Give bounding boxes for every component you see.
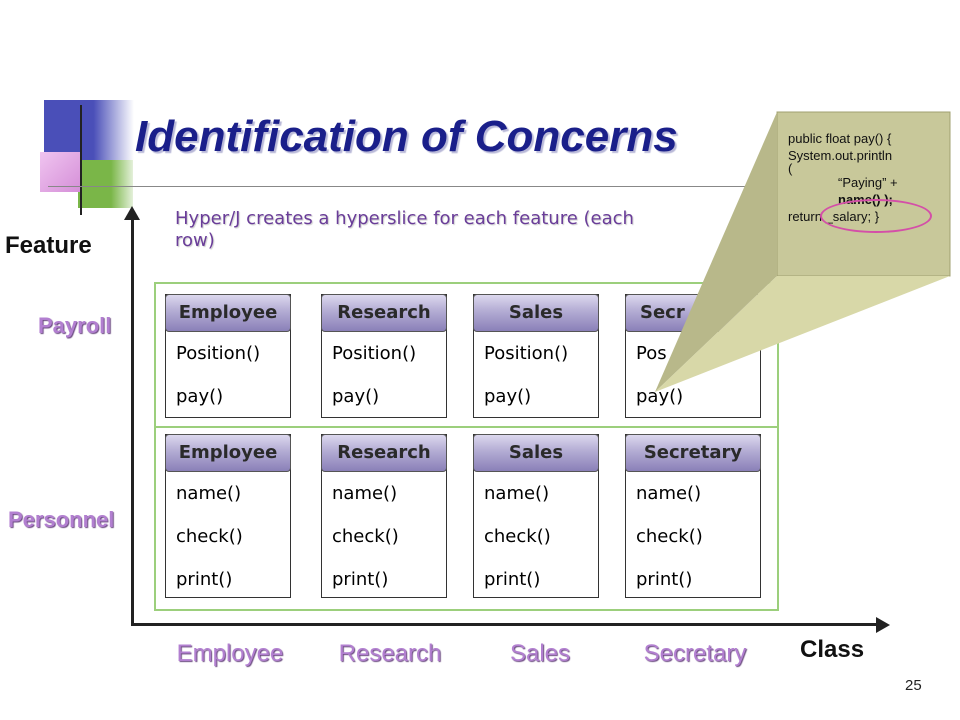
method: check() <box>484 526 551 547</box>
card-header: Sales <box>473 294 599 332</box>
y-axis-title: Feature <box>5 232 92 259</box>
method: Position() <box>176 343 261 364</box>
method: check() <box>332 526 399 547</box>
y-axis <box>131 210 134 626</box>
callout-shadow-left <box>655 112 777 392</box>
card-header: Research <box>321 294 447 332</box>
x-axis <box>131 623 876 626</box>
callout-shadow-bottom <box>655 276 950 392</box>
method: check() <box>176 526 243 547</box>
card-personnel-employee: Employee name() check() print() <box>165 434 291 598</box>
column-label-employee: Employee <box>176 640 284 667</box>
x-axis-title: Class <box>800 636 865 663</box>
column-label-sales: Sales <box>509 640 571 667</box>
method: pay() <box>176 386 224 407</box>
method: Position() <box>332 343 417 364</box>
hyperslice-row-personnel <box>154 426 779 611</box>
method: name() <box>484 483 550 504</box>
card-header: Secretary <box>625 434 761 472</box>
slide-subtitle: Hyper/J creates a hyperslice for each fe… <box>175 208 634 251</box>
method: print() <box>484 569 541 590</box>
row-label-personnel: Personnel <box>8 507 115 532</box>
method: pay() <box>636 386 684 407</box>
card-header: Employee <box>165 294 291 332</box>
x-axis-arrow-icon <box>876 617 890 633</box>
decor-blue-square <box>44 100 134 160</box>
method: pay() <box>332 386 380 407</box>
method: print() <box>176 569 233 590</box>
method: check() <box>636 526 703 547</box>
y-axis-arrow-icon <box>124 206 140 220</box>
column-label-secretary: Secretary <box>643 640 747 667</box>
method: pay() <box>484 386 532 407</box>
highlight-ellipse <box>820 199 932 233</box>
method: print() <box>636 569 693 590</box>
method: name() <box>332 483 398 504</box>
column-label-research: Research <box>338 640 442 667</box>
card-header: Employee <box>165 434 291 472</box>
method: Position() <box>484 343 569 364</box>
decor-vertical-line <box>80 105 82 215</box>
card-personnel-secretary: Secretary name() check() print() <box>625 434 761 598</box>
method: name() <box>176 483 242 504</box>
title-underline <box>48 186 753 187</box>
row-label-payroll: Payroll <box>38 313 112 338</box>
code-line: public float pay() { <box>788 131 892 146</box>
method: name() <box>636 483 702 504</box>
card-payroll-sales: Sales Position() pay() <box>473 294 599 418</box>
slide-title: Identification of Concerns <box>135 112 678 161</box>
card-personnel-research: Research name() check() print() <box>321 434 447 598</box>
card-personnel-sales: Sales name() check() print() <box>473 434 599 598</box>
method: print() <box>332 569 389 590</box>
card-payroll-employee: Employee Position() pay() <box>165 294 291 418</box>
decor-green-square <box>78 160 133 208</box>
card-header: Research <box>321 434 447 472</box>
page-number: 25 <box>905 677 922 694</box>
code-line: “Paying” + <box>838 175 898 190</box>
code-line: System.out.println <box>788 148 893 163</box>
method: Pos <box>636 343 667 364</box>
card-payroll-research: Research Position() pay() <box>321 294 447 418</box>
code-line: ( <box>788 161 793 176</box>
card-header: Sales <box>473 434 599 472</box>
decor-pink-square <box>40 152 80 192</box>
